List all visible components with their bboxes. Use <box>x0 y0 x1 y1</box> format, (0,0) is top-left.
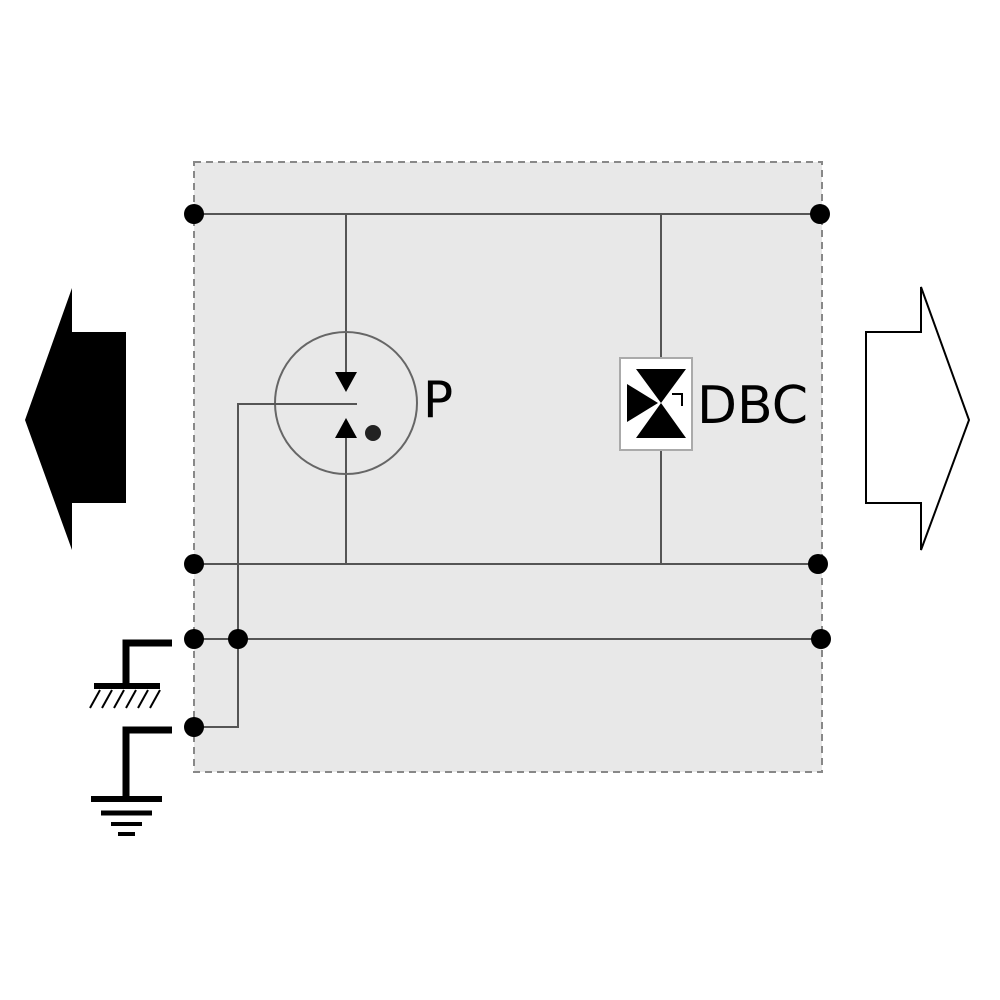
node-ground-right <box>811 629 831 649</box>
enclosure-box <box>193 161 823 773</box>
outline-right-arrow-icon <box>865 286 971 551</box>
earth-ground-icon <box>91 726 172 836</box>
bidirectional-diode-icon <box>619 357 693 451</box>
filled-left-arrow-icon <box>25 288 126 550</box>
tube-label: P <box>423 371 453 429</box>
diode-label: DBC <box>697 376 808 436</box>
node-middle-left <box>184 554 204 574</box>
node-earth-left <box>184 717 204 737</box>
node-top-right <box>810 204 830 224</box>
chassis-ground-icon <box>89 639 172 709</box>
node-top-left <box>184 204 204 224</box>
node-ground-left <box>184 629 204 649</box>
node-ground-junction <box>228 629 248 649</box>
tube-ground-lead <box>194 403 357 728</box>
node-middle-right <box>808 554 828 574</box>
